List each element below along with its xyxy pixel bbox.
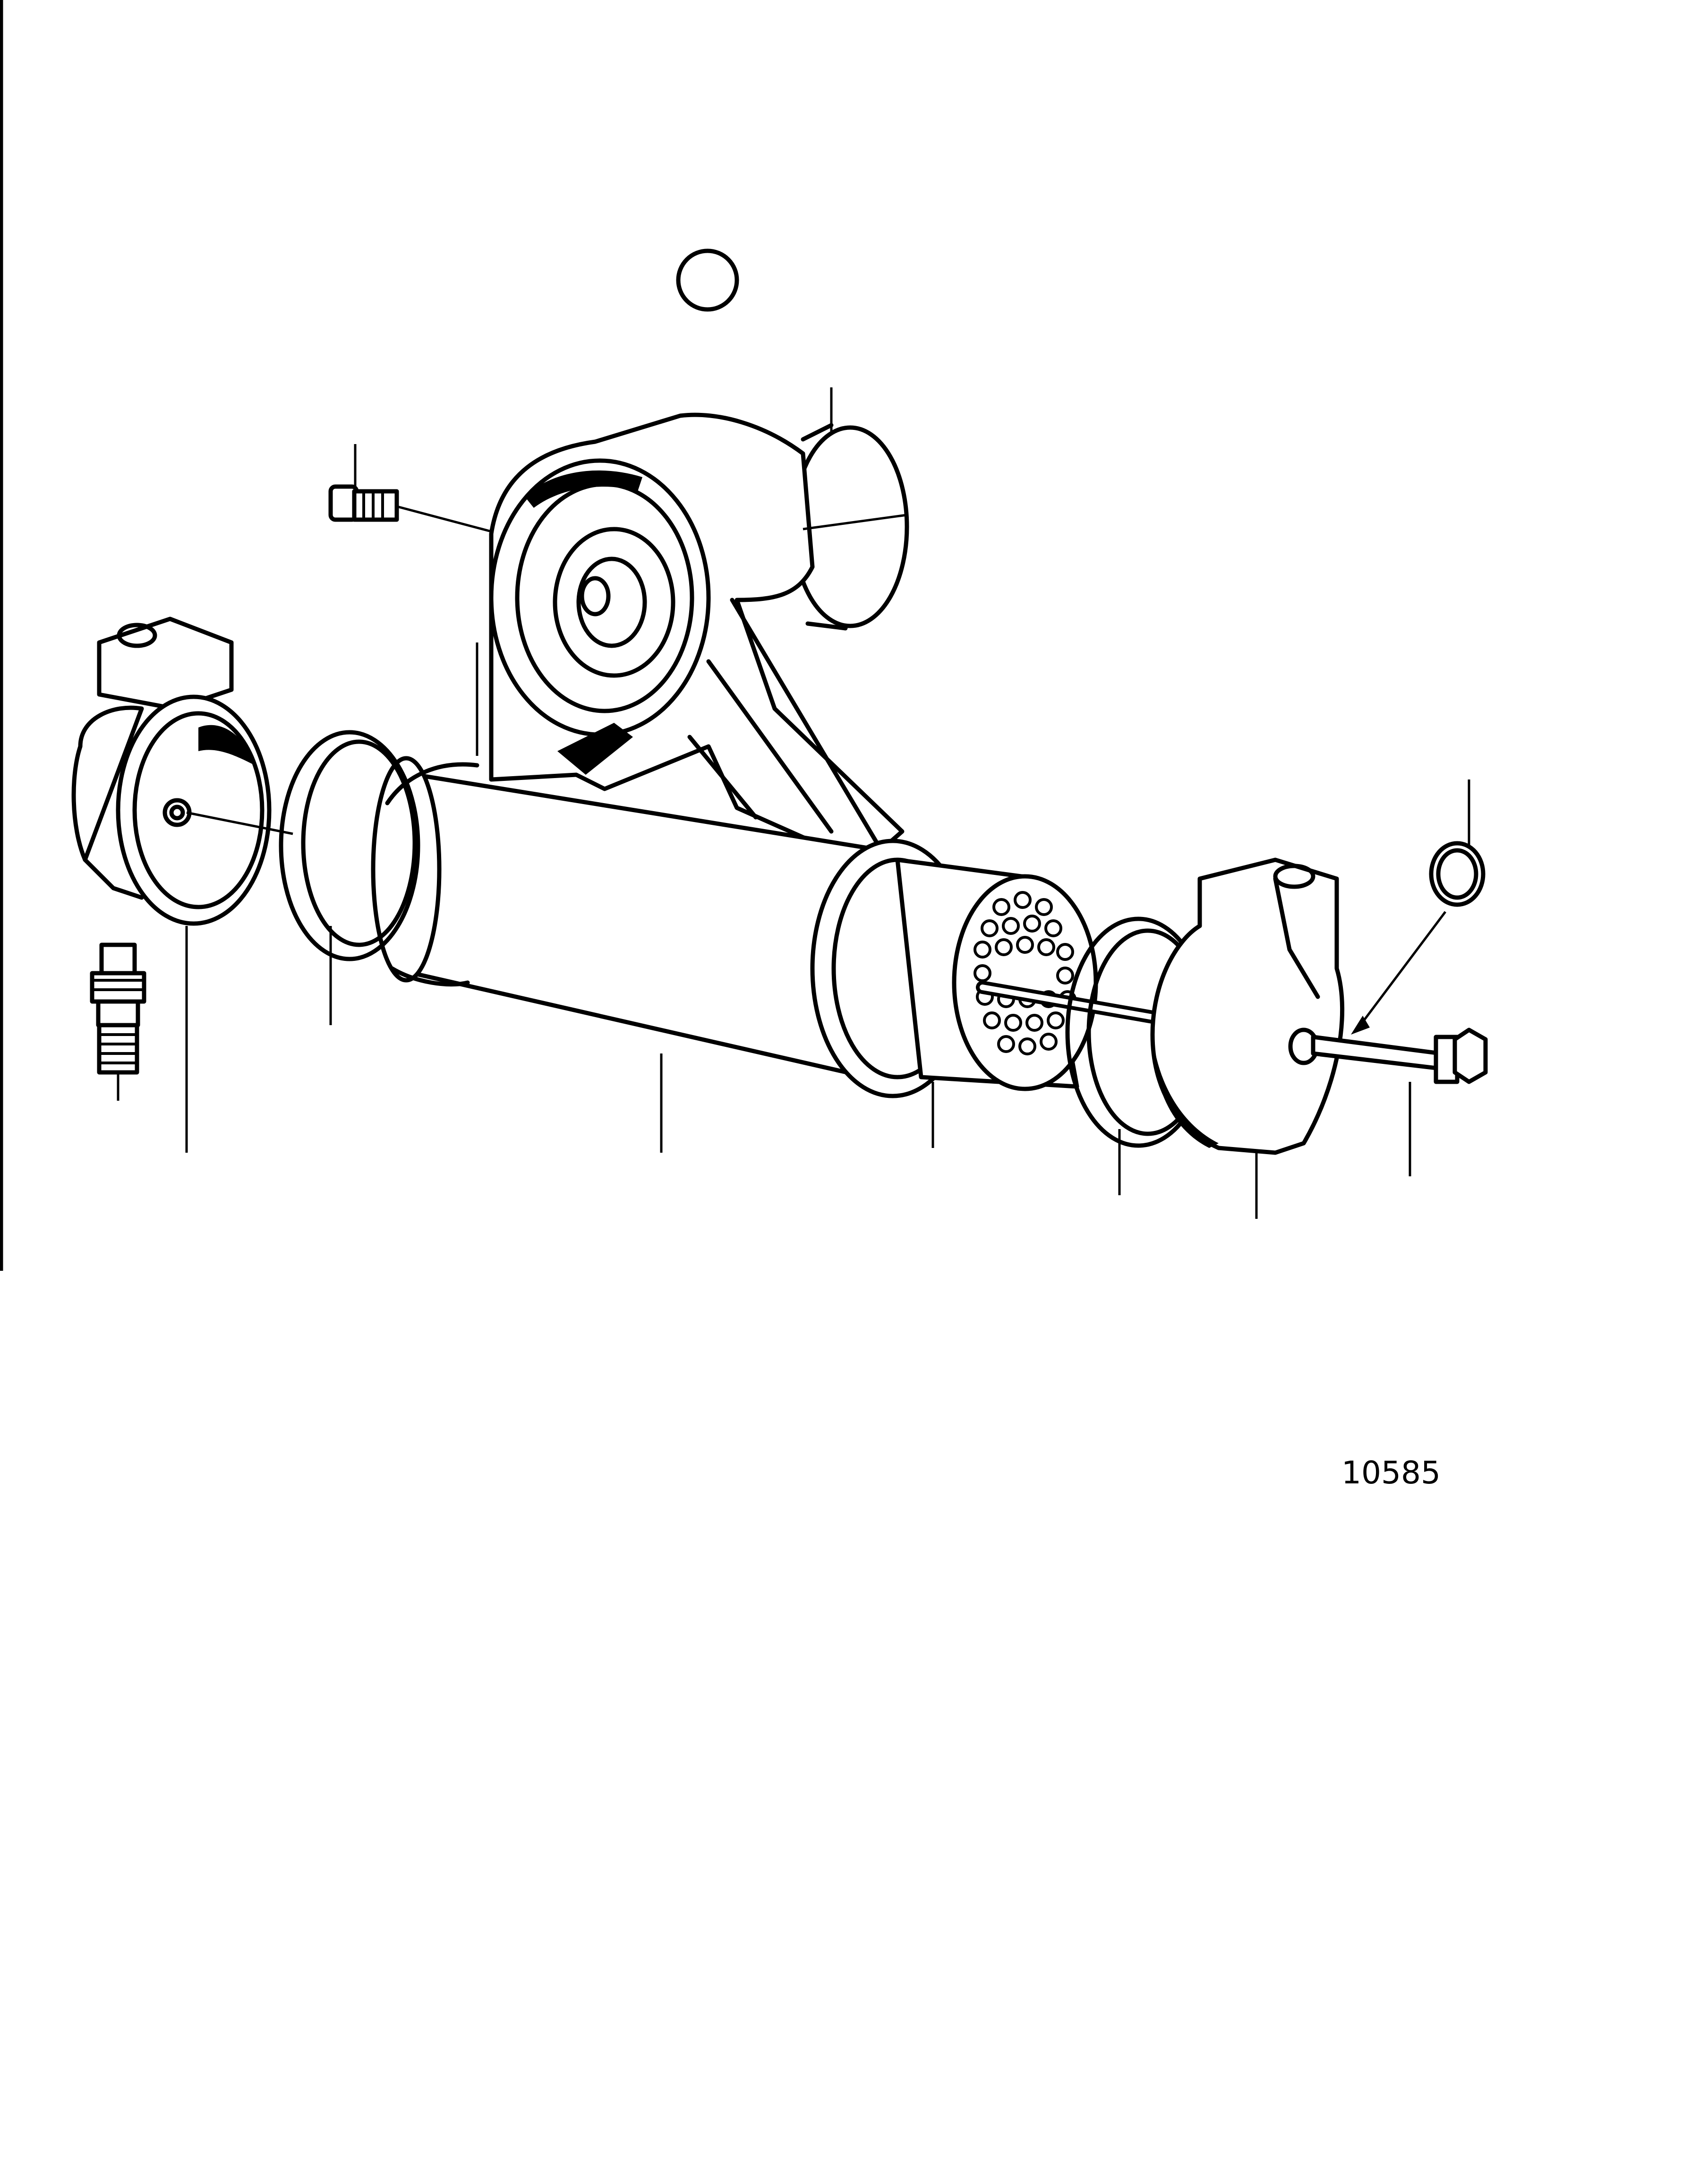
cooler-tube <box>371 756 1098 1153</box>
long-bolt <box>1311 1028 1488 1176</box>
union-fitting <box>90 942 146 1101</box>
mounting-bracket <box>476 412 909 867</box>
reference-circle <box>676 248 739 312</box>
plug-screw <box>328 444 492 533</box>
washer <box>1351 779 1486 1035</box>
left-end-cover <box>71 617 293 1153</box>
left-o-ring <box>279 730 420 1025</box>
right-end-cover <box>1150 857 1345 1219</box>
figure-number: 10585 <box>1341 1455 1441 1491</box>
